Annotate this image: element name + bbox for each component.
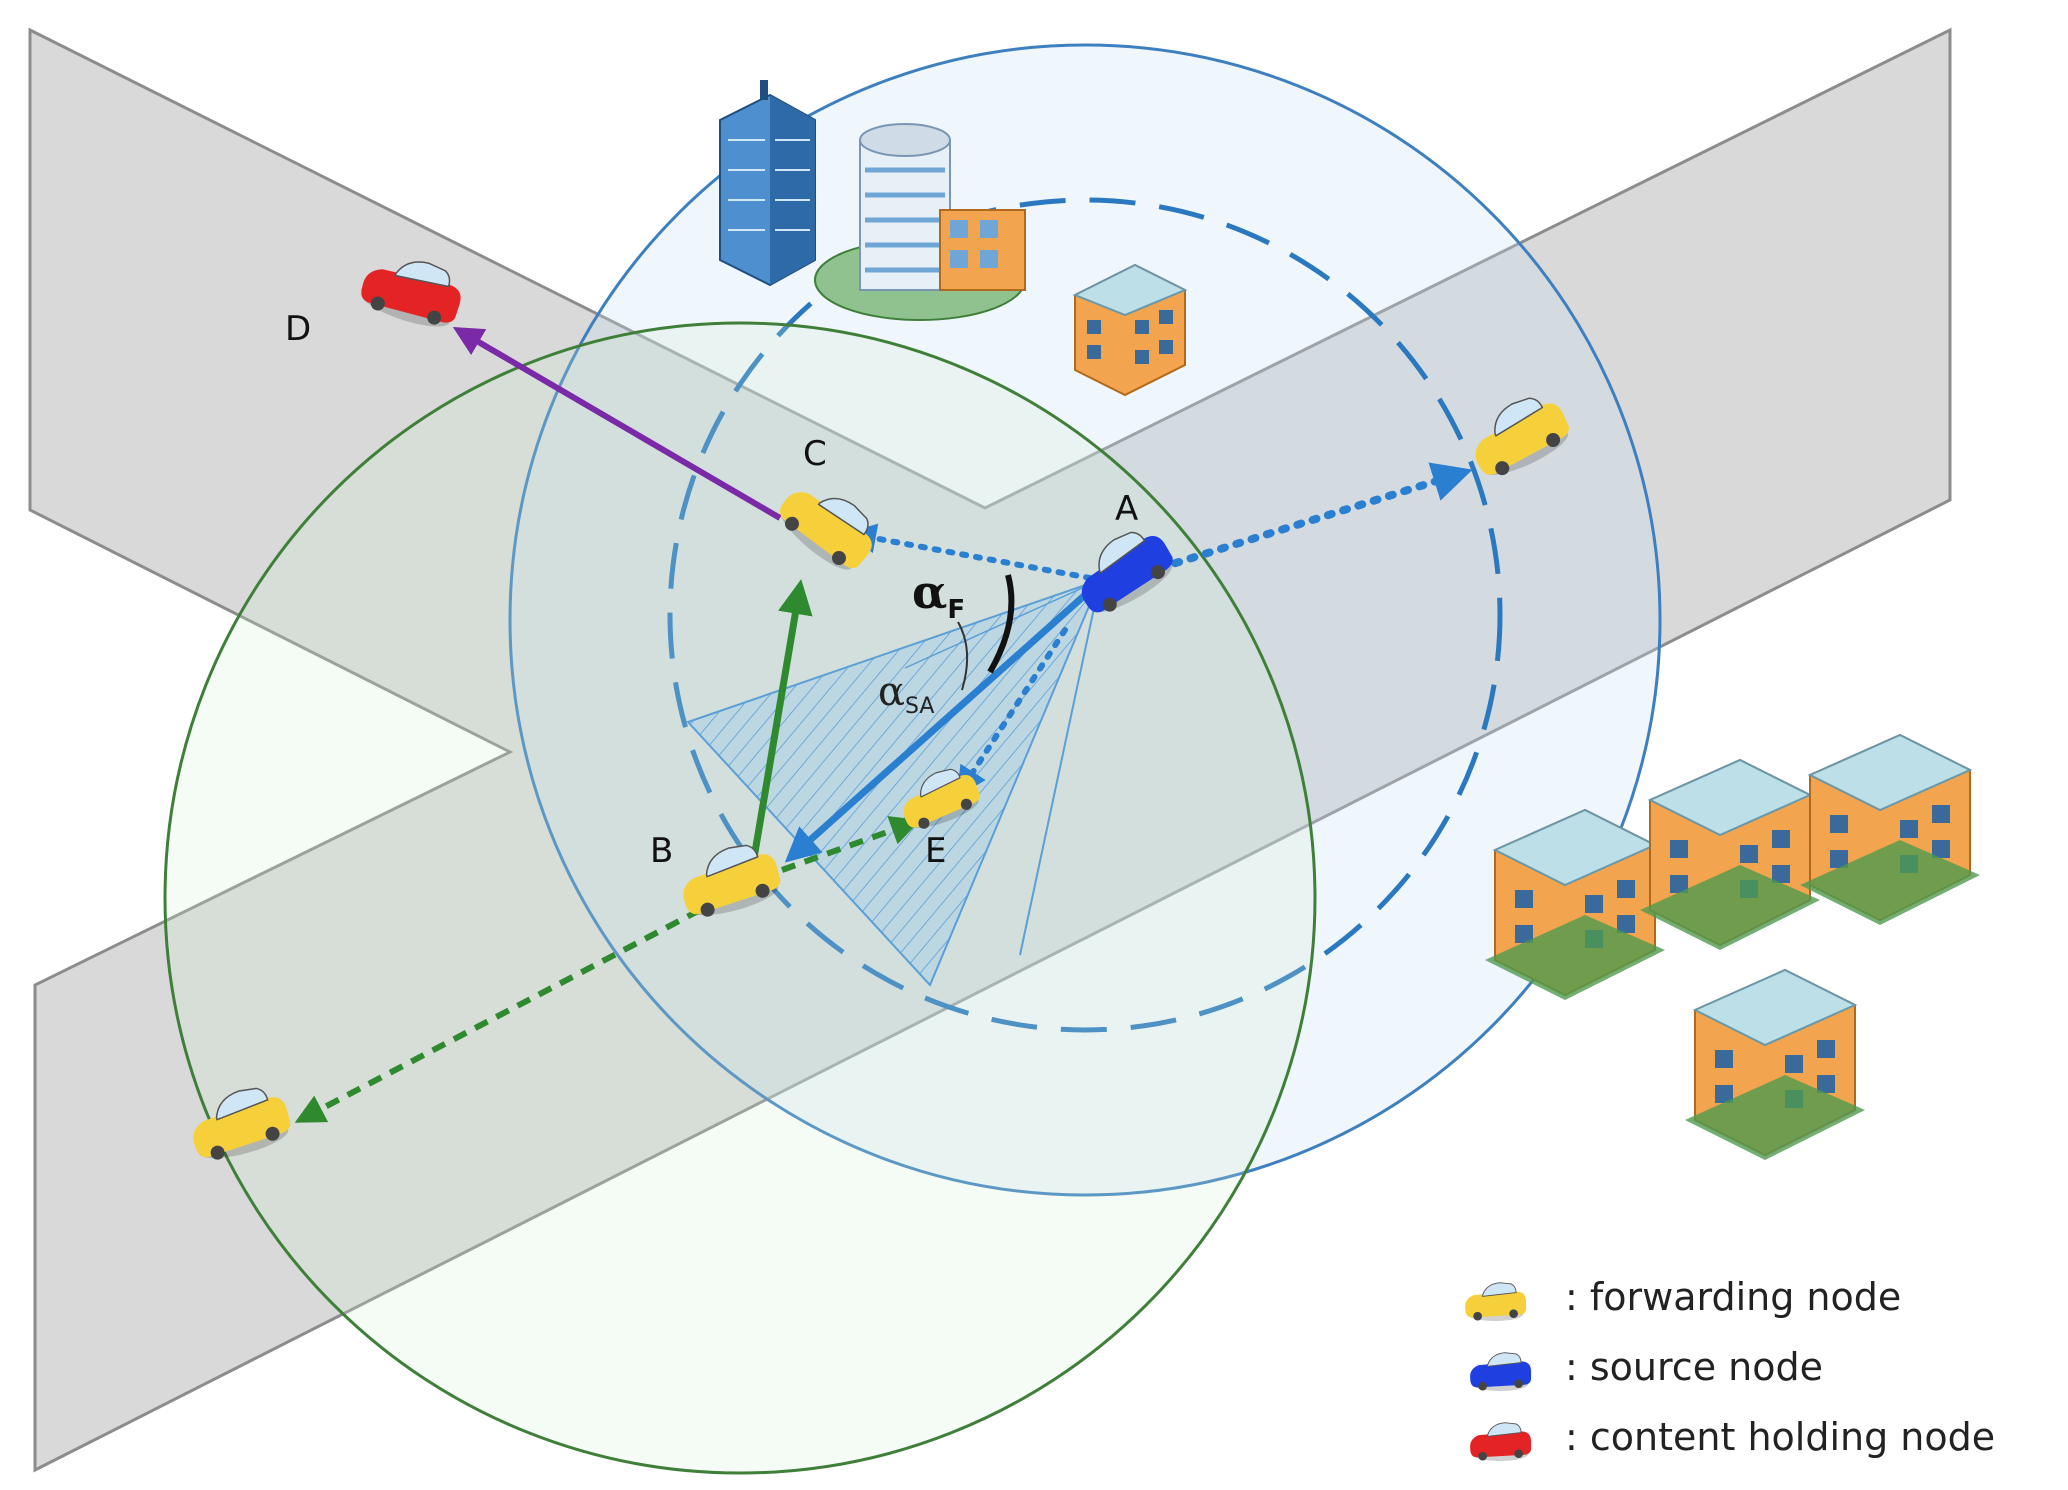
source-dashed-range-circle — [667, 197, 1503, 1033]
legend-label-source: : source node — [1565, 1345, 1823, 1389]
apartment-building-icon — [1072, 263, 1188, 397]
link-a-to-e — [956, 627, 1068, 798]
apartment-building-icon — [1800, 733, 1980, 925]
sector-area — [686, 578, 1102, 987]
links — [294, 326, 1473, 1123]
alpha-sa-arc — [957, 621, 969, 691]
node-label-e: E — [925, 831, 946, 871]
apartment-cluster — [1485, 733, 1980, 1160]
link-b-to-c — [748, 579, 813, 871]
content-car-icon — [1469, 1422, 1532, 1462]
alpha-sa-label: αSA — [878, 669, 934, 719]
link-a-to-c — [846, 523, 1093, 581]
legend-label-content: : content holding node — [1565, 1415, 1995, 1459]
alpha-f-arc — [987, 574, 1015, 674]
apartment-building-icon — [1485, 808, 1665, 1000]
legend-item-forwarding: : forwarding node — [1464, 1275, 1901, 1322]
office-building-icon — [719, 80, 816, 287]
link-c-to-d — [452, 326, 782, 521]
apartment-building-icon — [1640, 758, 1820, 950]
angle-labels: αF αSA — [878, 565, 965, 719]
alpha-f-label: αF — [912, 565, 965, 625]
source-car-icon — [1469, 1352, 1532, 1392]
node-label-b: B — [650, 831, 673, 871]
apartment-building-icon — [1685, 968, 1865, 1160]
node-label-a: A — [1115, 489, 1138, 529]
node-label-d: D — [285, 309, 311, 349]
legend-label-forwarding: : forwarding node — [1565, 1275, 1901, 1319]
link-a-to-b — [784, 592, 1088, 863]
angle-arcs — [957, 574, 1015, 691]
link-a-to-right-car — [1156, 462, 1473, 572]
node-label-c: C — [803, 434, 827, 474]
legend: : forwarding node : source node : conten… — [1464, 1275, 1995, 1462]
legend-item-content: : content holding node — [1469, 1415, 1995, 1462]
tower-building-icon — [814, 123, 1026, 321]
node-labels: D C A B E — [285, 309, 1138, 871]
link-b-to-left-car — [294, 907, 702, 1123]
source-range-circle — [508, 43, 1662, 1197]
legend-item-source: : source node — [1469, 1345, 1823, 1392]
forwarding-car-icon — [1464, 1282, 1527, 1322]
